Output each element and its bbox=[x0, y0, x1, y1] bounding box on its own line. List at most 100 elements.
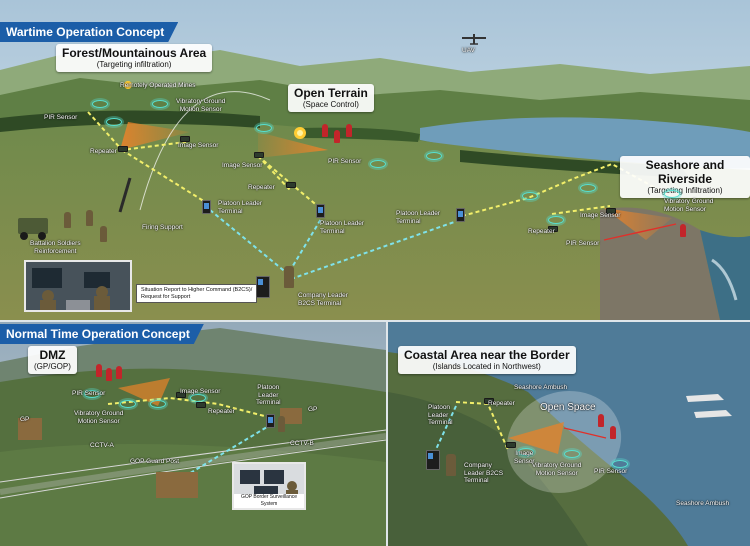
platoon-leader-terminal-icon bbox=[456, 208, 465, 222]
sensor-ring bbox=[256, 124, 272, 132]
platoon-leader-terminal-icon bbox=[266, 414, 275, 428]
pir-label-3: PIR Sensor bbox=[566, 240, 600, 247]
open-terrain-subtitle: (Space Control) bbox=[302, 100, 359, 109]
intruder-figure bbox=[116, 366, 122, 379]
forest-area-label: Forest/Mountainous Area (Targeting infil… bbox=[56, 44, 213, 72]
repeater-device bbox=[286, 182, 296, 188]
seashore-title: Seashore and Riverside bbox=[645, 158, 725, 186]
image-sensor-camera bbox=[506, 442, 516, 448]
dmz-repeater-label: Repeater bbox=[208, 408, 235, 415]
open-terrain-title: Open Terrain bbox=[294, 86, 368, 100]
pir-label-1: PIR Sensor bbox=[44, 114, 78, 121]
sensor-ring bbox=[152, 100, 168, 108]
image-sensor-label-2: Image Sensor bbox=[222, 162, 263, 169]
coast-platoon-label: Platoon Leader Terminal bbox=[428, 404, 453, 426]
repeater-device bbox=[118, 146, 128, 152]
coast-ambush-bottom-label: Seashore Ambush bbox=[676, 500, 730, 507]
cctv-a-label: CCTV-A bbox=[90, 442, 114, 449]
platoon-leader-terminal-icon bbox=[316, 204, 325, 218]
open-terrain-label: Open Terrain (Space Control) bbox=[288, 84, 374, 112]
dmz-title: DMZ bbox=[39, 348, 66, 362]
sensor-ring bbox=[370, 160, 386, 168]
company-leader-soldier bbox=[446, 454, 456, 476]
gop-system-caption: GOP Border Surveillance System bbox=[234, 494, 304, 508]
soldier-figure bbox=[278, 416, 285, 432]
intruder-figure bbox=[96, 364, 102, 377]
border-fence bbox=[0, 429, 386, 499]
coast-repeater-label: Repeater bbox=[488, 400, 515, 407]
gop-surveillance-photo: GOP Border Surveillance System bbox=[232, 462, 306, 510]
sensor-ring bbox=[612, 460, 628, 468]
vgms-label-3: Vibratory Ground Motion Sensor bbox=[664, 198, 714, 213]
company-terminal-icon bbox=[426, 450, 440, 470]
sensor-ring bbox=[84, 390, 100, 398]
intruder-figure bbox=[322, 124, 328, 137]
coast-ambush-top-label: Seashore Ambush bbox=[514, 384, 568, 391]
platoon-terminal-label-3: Platoon Leader Terminal bbox=[396, 210, 441, 225]
wartime-cyan-links bbox=[209, 209, 461, 281]
firing-support-label: Firing Support bbox=[142, 224, 183, 231]
intruder-figure bbox=[346, 124, 352, 137]
sensor-ring bbox=[92, 100, 108, 108]
repeater-device bbox=[548, 226, 558, 232]
open-space-label: Open Space bbox=[540, 402, 596, 413]
coast-image-label: Image Sensor bbox=[514, 450, 535, 465]
repeater-device bbox=[196, 402, 206, 408]
command-room-photo bbox=[24, 260, 132, 312]
intruder-figure bbox=[610, 426, 616, 439]
forest-subtitle: (Targeting infiltration) bbox=[96, 60, 172, 69]
sensor-ring bbox=[426, 152, 442, 160]
image-sensor-label-1: Image Sensor bbox=[178, 142, 219, 149]
intruder-figure bbox=[680, 224, 686, 237]
coast-label: Coastal Area near the Border (Islands Lo… bbox=[398, 346, 576, 374]
intruder-figure bbox=[106, 368, 112, 381]
forest-title: Forest/Mountainous Area bbox=[62, 46, 207, 60]
dmz-panel: Normal Time Operation Concept DMZ (GP/GO… bbox=[0, 322, 386, 546]
dmz-subtitle: (GP/GOP) bbox=[34, 362, 71, 371]
dmz-image-label: Image Sensor bbox=[180, 388, 221, 395]
platoon-leader-terminal-icon bbox=[202, 200, 211, 214]
company-terminal-label: Company Leader B2CS Terminal bbox=[298, 292, 348, 307]
dmz-vgms-label: Vibratory Ground Motion Sensor bbox=[74, 410, 124, 425]
repeater-label-3: Repeater bbox=[528, 228, 555, 235]
sensor-ring bbox=[522, 192, 538, 200]
gop-post-label: GOP Guard Post bbox=[130, 458, 180, 465]
wartime-scene bbox=[0, 0, 750, 320]
intruder-figure bbox=[598, 414, 604, 427]
gp-left-label: GP bbox=[20, 416, 30, 423]
sensor-ring bbox=[564, 450, 580, 458]
sensor-ring bbox=[518, 448, 534, 456]
sensor-ring bbox=[120, 400, 136, 408]
platoon-terminal-label-1: Platoon Leader Terminal bbox=[218, 200, 263, 215]
vgms-label-1: Vibratory Ground Motion Sensor bbox=[176, 98, 226, 113]
situation-report-callout: Situation Report to Higher Command (B2CS… bbox=[136, 284, 258, 303]
repeater-device bbox=[484, 398, 494, 404]
wartime-yellow-links bbox=[87, 111, 671, 217]
soldier-figure bbox=[100, 226, 107, 242]
sensor-ring bbox=[150, 400, 166, 408]
repeater-label-2: Repeater bbox=[248, 184, 275, 191]
uav-label: UAV bbox=[462, 47, 475, 54]
cctv-b-label: CCTV-B bbox=[290, 440, 314, 447]
seashore-label: Seashore and Riverside (Targeting Infilt… bbox=[620, 156, 750, 198]
soldier-figure bbox=[64, 212, 71, 228]
panel-divider-vertical bbox=[386, 322, 388, 546]
coast-pir-label: PIR Sensor bbox=[594, 468, 628, 475]
sensor-ring bbox=[548, 216, 564, 224]
battalion-label: Battalion Soldiers Reinforcement bbox=[30, 240, 81, 255]
image-sensor-camera bbox=[606, 208, 616, 214]
coast-company-label: Company Leader B2CS Terminal bbox=[464, 462, 504, 484]
patrol-boats bbox=[686, 394, 732, 418]
sensor-ring bbox=[190, 394, 206, 402]
sensor-ring bbox=[106, 118, 122, 126]
image-sensor-label-3: Image Sensor bbox=[580, 212, 621, 219]
wartime-banner: Wartime Operation Concept bbox=[0, 22, 178, 42]
coast-panel: Coastal Area near the Border (Islands Lo… bbox=[388, 322, 750, 546]
dmz-platoon-label: Platoon Leader Terminal bbox=[256, 384, 281, 406]
image-sensor-camera bbox=[176, 392, 186, 398]
coast-title: Coastal Area near the Border bbox=[404, 348, 570, 362]
sensor-ring bbox=[664, 190, 680, 198]
dmz-pir-label: PIR Sensor bbox=[72, 390, 106, 397]
image-sensor-camera bbox=[180, 136, 190, 142]
intruder-figure bbox=[334, 130, 340, 143]
